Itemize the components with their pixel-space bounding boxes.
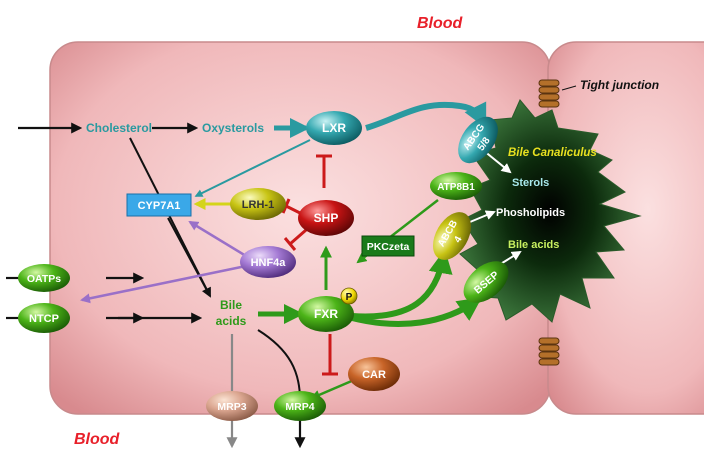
bsep-node: BSEP bbox=[463, 261, 509, 303]
lxr-label: LXR bbox=[322, 121, 346, 135]
oatps-label: OATPs bbox=[27, 273, 61, 285]
abcg58-node: ABCG 5/8 bbox=[458, 116, 498, 164]
hnf4a-label: HNF4a bbox=[251, 257, 287, 269]
hnf4a-node: HNF4a bbox=[240, 246, 296, 278]
bile-canaliculus-label: Bile Canaliculus bbox=[508, 147, 597, 159]
ntcp-label: NTCP bbox=[29, 313, 59, 325]
abcb4-label-line2: 4 bbox=[452, 234, 465, 245]
shp-label: SHP bbox=[314, 211, 339, 225]
arrow-abcb4-to-phospholipids bbox=[469, 210, 496, 223]
car-label: CAR bbox=[362, 369, 386, 381]
oatps-node: OATPs bbox=[18, 264, 70, 292]
mrp3-node: MRP3 bbox=[206, 391, 258, 421]
canal-bile-acids-label: Bile acids bbox=[508, 239, 559, 251]
phospho-badge: P bbox=[340, 287, 358, 305]
lrh1-label: LRH-1 bbox=[242, 199, 274, 211]
arrow-hnf4a-to-ntcp bbox=[80, 264, 247, 304]
oxysterols-label: Oxysterols bbox=[202, 121, 264, 135]
ntcp-node: NTCP bbox=[18, 303, 70, 333]
blood-label-bottom: Blood bbox=[74, 431, 121, 448]
tight-junction-top bbox=[538, 79, 560, 108]
blood-label-top: Blood bbox=[417, 15, 464, 32]
tight-junction-bottom bbox=[538, 337, 560, 366]
inhibit-shp-to-hnf4a bbox=[289, 228, 307, 246]
lrh1-node: LRH-1 bbox=[230, 188, 286, 220]
fxr-label: FXR bbox=[314, 307, 338, 321]
phospho-label: P bbox=[346, 292, 353, 303]
tight-junction-pointer bbox=[561, 85, 577, 91]
arrow-fxr-to-abcb4 bbox=[351, 249, 453, 320]
arrow-hnf4a-to-cyp7a1 bbox=[188, 220, 247, 258]
phospholipids-label: Phosholipids bbox=[496, 207, 565, 219]
shp-node: SHP bbox=[298, 200, 354, 236]
mrp4-label: MRP4 bbox=[285, 401, 314, 413]
mrp3-label: MRP3 bbox=[217, 401, 246, 413]
cyp7a1-node: CYP7A1 bbox=[126, 193, 192, 217]
car-node: CAR bbox=[348, 357, 400, 391]
cholesterol-label: Cholesterol bbox=[86, 121, 152, 135]
line-cyp7a1-to-bile-acids bbox=[167, 217, 211, 297]
atp8b1-label: ATP8B1 bbox=[437, 182, 475, 193]
arrow-lxr-to-cyp7a1 bbox=[194, 139, 311, 197]
tight-junction-label: Tight junction bbox=[580, 78, 659, 92]
pkczeta-label: PKCzeta bbox=[367, 241, 410, 253]
lxr-node: LXR bbox=[306, 111, 362, 145]
bile-acids-label-line2: acids bbox=[216, 314, 247, 328]
pkczeta-node: PKCzeta bbox=[361, 235, 415, 257]
arrow-lxr-to-abcg58 bbox=[365, 101, 487, 131]
sterols-label: Sterols bbox=[512, 177, 549, 189]
bile-acids-label-line1: Bile bbox=[220, 298, 242, 312]
mrp4-node: MRP4 bbox=[274, 391, 326, 421]
atp8b1-node: ATP8B1 bbox=[430, 172, 482, 200]
cyp7a1-label: CYP7A1 bbox=[138, 200, 181, 212]
arrow-car-to-mrp4 bbox=[310, 378, 355, 400]
arrow-fxr-to-bsep bbox=[351, 297, 482, 327]
fxr-node: FXR bbox=[298, 296, 354, 332]
abcb4-node: ABCB 4 bbox=[433, 212, 471, 260]
